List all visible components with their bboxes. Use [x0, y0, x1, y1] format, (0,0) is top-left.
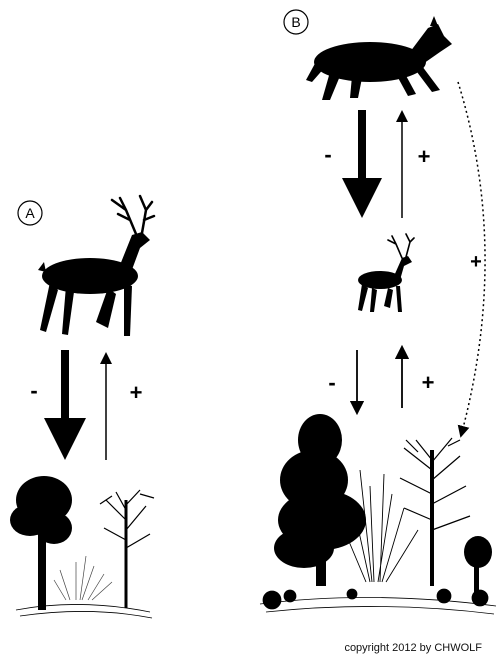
panel-b-label: B	[291, 14, 300, 30]
wolf-to-deer-arrow	[342, 110, 382, 218]
panel-b-indirect-sign: +	[470, 251, 482, 273]
panel-b-wolf-up-sign: +	[418, 144, 431, 169]
panel-b-deer-down-sign: -	[328, 370, 335, 395]
panel-a-label: A	[25, 205, 35, 221]
tree-icon	[400, 438, 470, 586]
deer-icon	[38, 196, 154, 336]
copyright-notice: copyright 2012 by CHWOLF	[344, 642, 482, 654]
deer-icon	[358, 234, 414, 312]
shrub-icon	[54, 556, 112, 600]
panel-a: A - +	[10, 196, 154, 618]
tree-icon	[100, 490, 154, 608]
panel-b: B - +	[260, 10, 496, 614]
deer-to-plants-arrow	[44, 350, 86, 460]
panel-a-up-sign: +	[130, 380, 143, 405]
tree-icon	[10, 476, 72, 610]
ground-vegetation-icon	[16, 604, 152, 618]
panel-b-wolf-down-sign: -	[324, 142, 331, 167]
panel-a-down-sign: -	[30, 378, 37, 403]
panel-b-deer-up-sign: +	[422, 370, 435, 395]
wolf-icon	[306, 16, 452, 100]
ground-vegetation-icon	[260, 589, 496, 614]
